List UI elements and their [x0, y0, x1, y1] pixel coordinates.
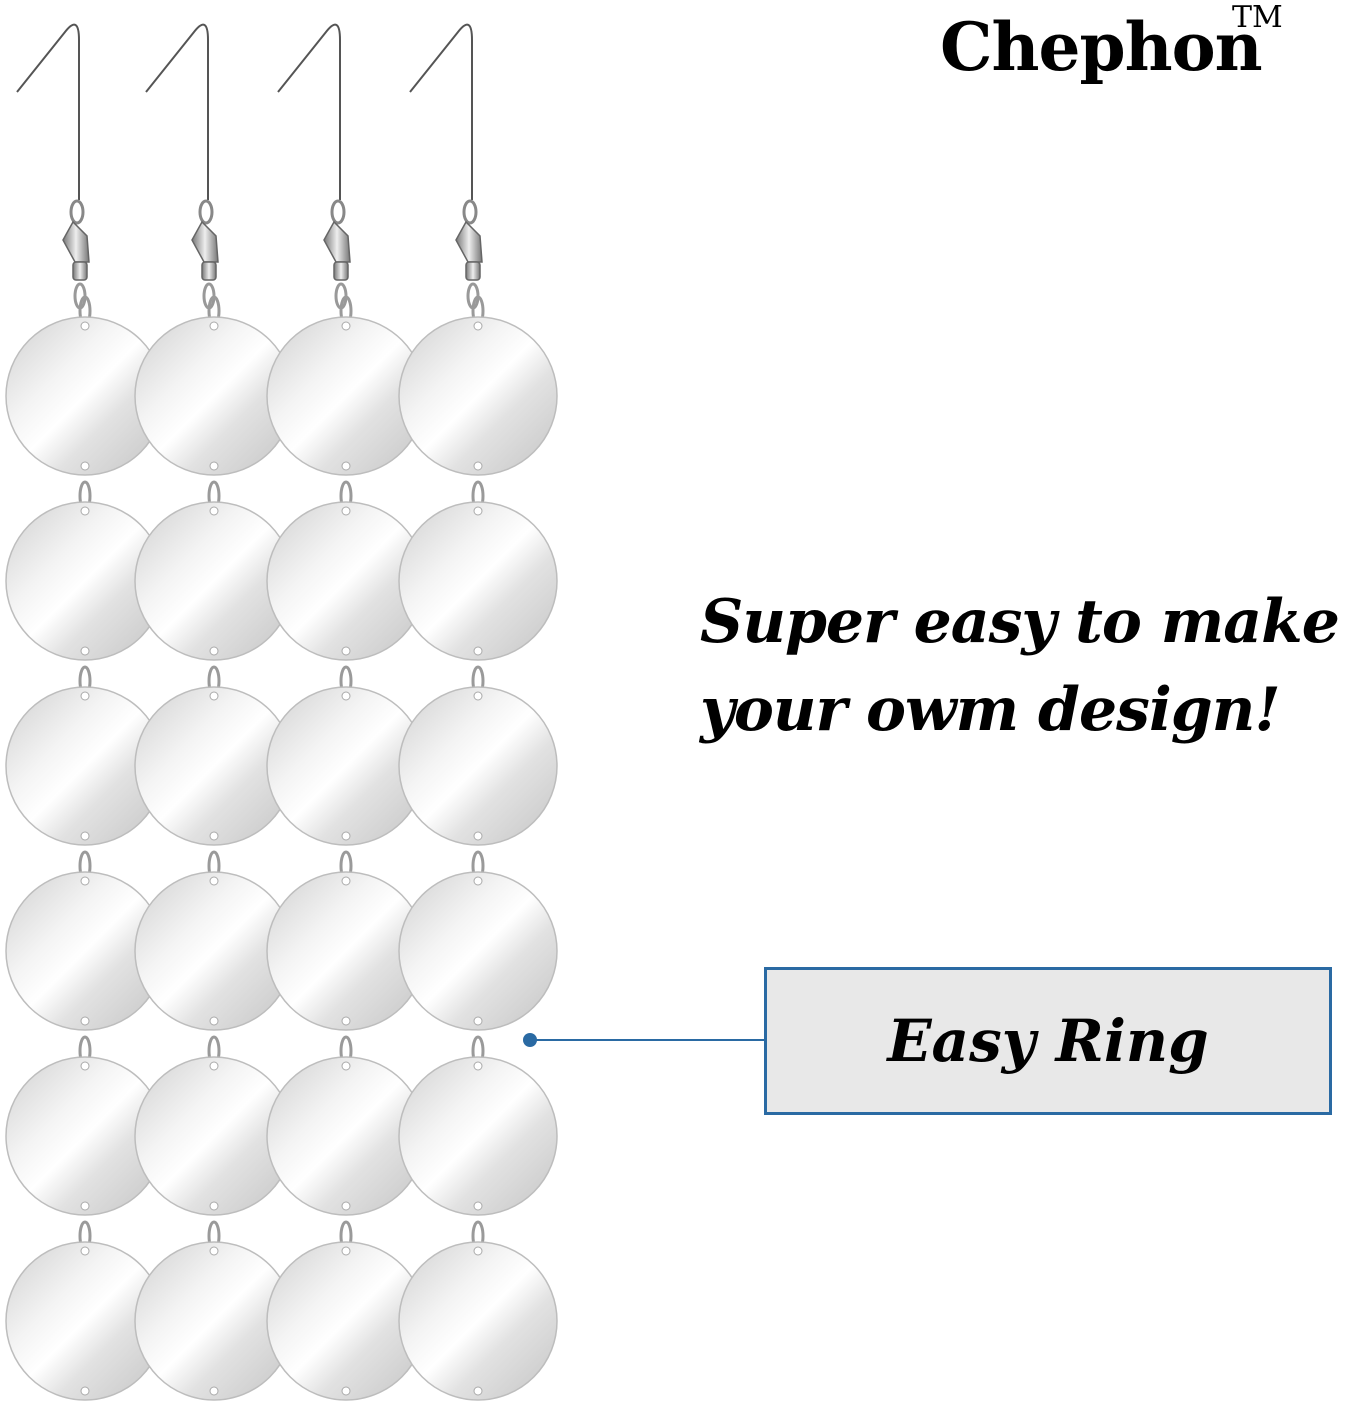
disc-hole-bottom — [209, 646, 219, 656]
disc-hole-bottom — [80, 831, 90, 841]
mirror-disc — [398, 871, 558, 1031]
hook-wire — [409, 23, 473, 200]
lobster-clasp — [191, 220, 219, 263]
disc-hole-top — [80, 876, 90, 886]
mirror-disc — [398, 1241, 558, 1401]
lobster-clasp — [455, 220, 483, 263]
disc-hole-bottom — [209, 1386, 219, 1396]
brand-logo: Chephon — [940, 8, 1263, 86]
hook-wire — [16, 23, 80, 200]
disc-hole-top — [473, 321, 483, 331]
disc-hole-top — [341, 1246, 351, 1256]
clasp-ring — [462, 199, 478, 225]
headline: Super easy to make your owm design! — [700, 578, 1340, 754]
disc-hole-bottom — [209, 831, 219, 841]
disc-hole-top — [209, 691, 219, 701]
disc-hole-top — [473, 506, 483, 516]
swivel — [333, 261, 349, 281]
mirror-disc — [398, 316, 558, 476]
clasp-ring — [69, 199, 85, 225]
disc-hole-top — [80, 506, 90, 516]
disc-hole-top — [209, 876, 219, 886]
mirror-strand — [398, 23, 558, 1401]
clasp-ring — [198, 199, 214, 225]
disc-hole-bottom — [341, 1386, 351, 1396]
disc-hole-top — [80, 1061, 90, 1071]
disc-hole-bottom — [80, 646, 90, 656]
disc-hole-top — [209, 1246, 219, 1256]
disc-hole-bottom — [473, 831, 483, 841]
disc-hole-top — [341, 506, 351, 516]
disc-hole-bottom — [80, 1386, 90, 1396]
disc-hole-bottom — [473, 646, 483, 656]
disc-hole-bottom — [209, 1201, 219, 1211]
disc-hole-bottom — [80, 1016, 90, 1026]
disc-hole-top — [473, 691, 483, 701]
disc-hole-bottom — [209, 1016, 219, 1026]
disc-hole-top — [209, 321, 219, 331]
callout-leader-dot — [523, 1033, 537, 1047]
disc-hole-top — [473, 1246, 483, 1256]
headline-line-2: your owm design! — [700, 675, 1281, 745]
disc-hole-bottom — [80, 461, 90, 471]
disc-hole-top — [80, 321, 90, 331]
mirror-disc — [398, 686, 558, 846]
disc-hole-top — [209, 1061, 219, 1071]
disc-hole-top — [341, 691, 351, 701]
disc-hole-top — [209, 506, 219, 516]
disc-hole-top — [341, 321, 351, 331]
disc-hole-bottom — [341, 461, 351, 471]
disc-hole-bottom — [80, 1201, 90, 1211]
easy-ring-callout: Easy Ring — [764, 967, 1332, 1115]
swivel — [201, 261, 217, 281]
mirror-disc — [398, 501, 558, 661]
disc-hole-bottom — [341, 1201, 351, 1211]
disc-hole-top — [80, 691, 90, 701]
lobster-clasp — [62, 220, 90, 263]
disc-hole-bottom — [473, 1016, 483, 1026]
disc-hole-bottom — [473, 1201, 483, 1211]
disc-hole-top — [341, 1061, 351, 1071]
disc-hole-bottom — [341, 831, 351, 841]
headline-line-1: Super easy to make — [700, 587, 1340, 657]
trademark-mark: TM — [1232, 0, 1283, 35]
disc-hole-bottom — [341, 646, 351, 656]
disc-hole-top — [341, 876, 351, 886]
disc-hole-bottom — [473, 1386, 483, 1396]
mirror-strand — [134, 23, 294, 1401]
hook-wire — [277, 23, 341, 200]
mirror-disc — [398, 1056, 558, 1216]
disc-hole-top — [473, 1061, 483, 1071]
mirror-strands — [5, 23, 558, 1401]
disc-hole-top — [80, 1246, 90, 1256]
disc-hole-bottom — [473, 461, 483, 471]
lobster-clasp — [323, 220, 351, 263]
swivel — [72, 261, 88, 281]
mirror-strand — [5, 23, 165, 1401]
clasp-ring — [330, 199, 346, 225]
callout-label: Easy Ring — [887, 1007, 1209, 1075]
hook-wire — [145, 23, 209, 200]
disc-hole-bottom — [341, 1016, 351, 1026]
disc-hole-bottom — [209, 461, 219, 471]
disc-hole-top — [473, 876, 483, 886]
swivel — [465, 261, 481, 281]
mirror-strand — [266, 23, 426, 1401]
